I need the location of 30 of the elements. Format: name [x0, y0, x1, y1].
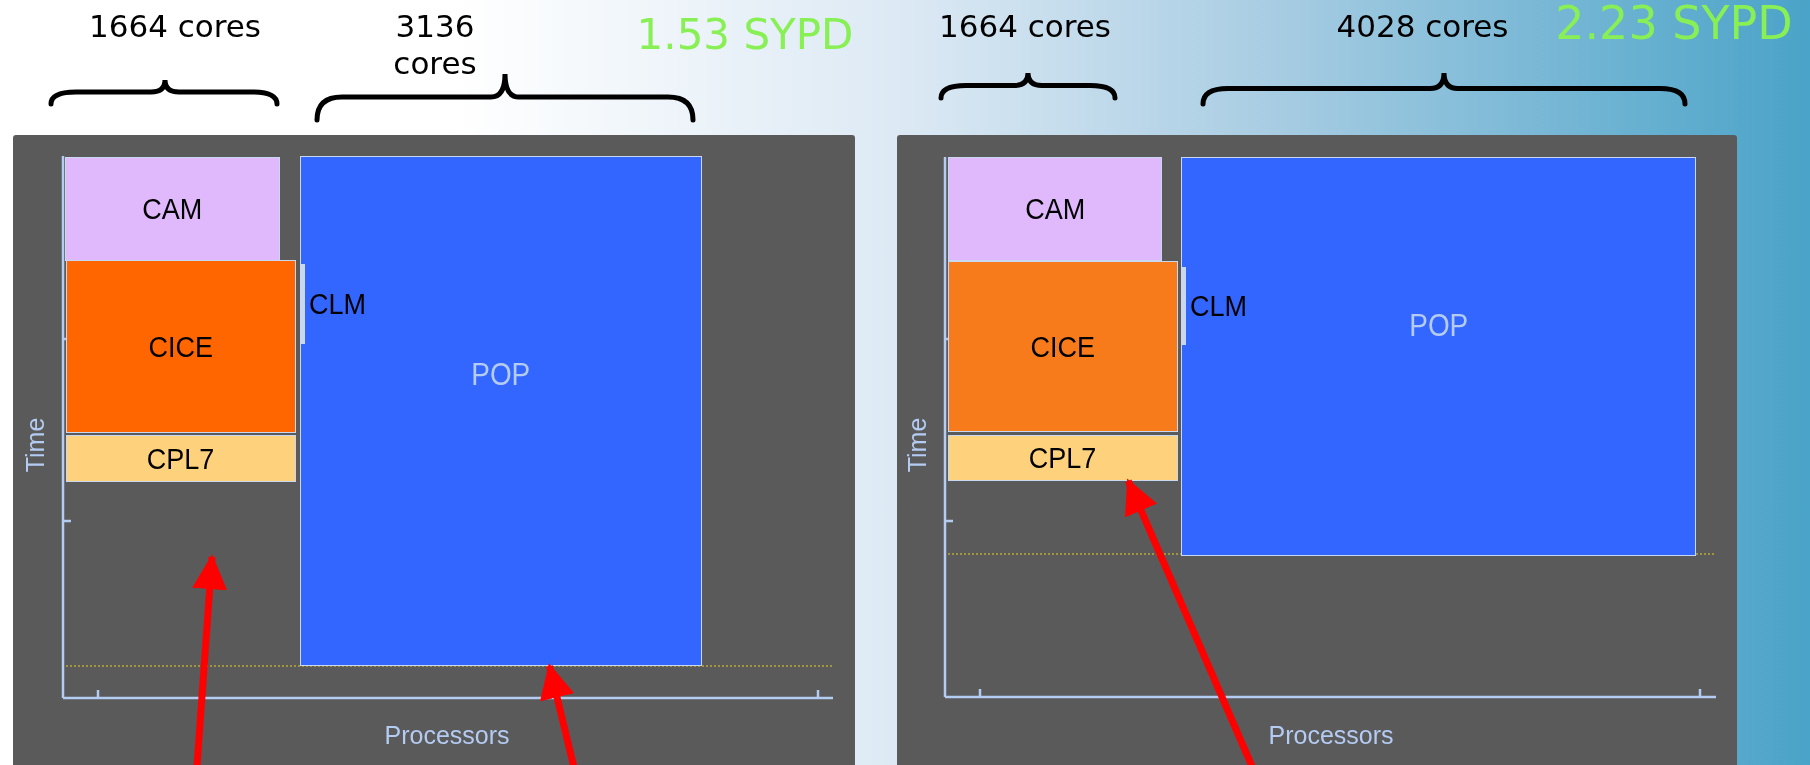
component-block	[1181, 157, 1696, 556]
chart-panel	[13, 135, 855, 765]
component-label: CAM	[1025, 192, 1085, 226]
core-count: 3136 cores	[392, 8, 478, 83]
component-label: CAM	[142, 192, 203, 226]
core-count: 1664 cores	[87, 8, 262, 46]
component-block	[300, 156, 702, 666]
component-label: CLM	[309, 287, 366, 321]
component-label: CPL7	[1029, 441, 1097, 475]
component-label: POP	[1409, 308, 1468, 344]
component-label: CLM	[1190, 289, 1247, 323]
core-count: 1664 cores	[937, 8, 1112, 46]
throughput-value: 1.53 SYPD	[635, 14, 855, 56]
component-label: CICE	[1030, 329, 1096, 364]
core-count: 4028 cores	[1335, 8, 1510, 46]
throughput-value: 2.23 SYPD	[1554, 0, 1794, 46]
component-block	[948, 435, 1178, 481]
component-label: CPL7	[147, 441, 215, 476]
component-block	[66, 260, 296, 433]
axis-title: Time	[20, 417, 50, 473]
component-block	[66, 435, 296, 482]
component-label: POP	[471, 357, 531, 393]
axis-title: Time	[902, 417, 932, 473]
component-block	[948, 261, 1178, 432]
component-label: CICE	[148, 329, 214, 364]
chart-panel	[897, 135, 1737, 765]
axis-title: Processors	[384, 720, 510, 750]
axis-title: Processors	[1268, 720, 1394, 750]
component-block	[65, 157, 280, 261]
component-block	[948, 157, 1162, 261]
